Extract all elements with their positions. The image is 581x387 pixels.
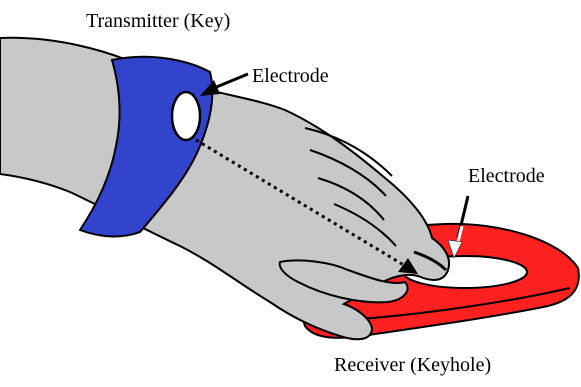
transmitter-label: Transmitter (Key) bbox=[86, 11, 230, 31]
wrist-pointer-line bbox=[214, 74, 248, 88]
wrist-electrode-label: Electrode bbox=[252, 66, 329, 86]
receiver-electrode-label: Electrode bbox=[468, 166, 545, 186]
wrist-electrode bbox=[172, 92, 200, 140]
receiver-label: Receiver (Keyhole) bbox=[334, 355, 491, 375]
